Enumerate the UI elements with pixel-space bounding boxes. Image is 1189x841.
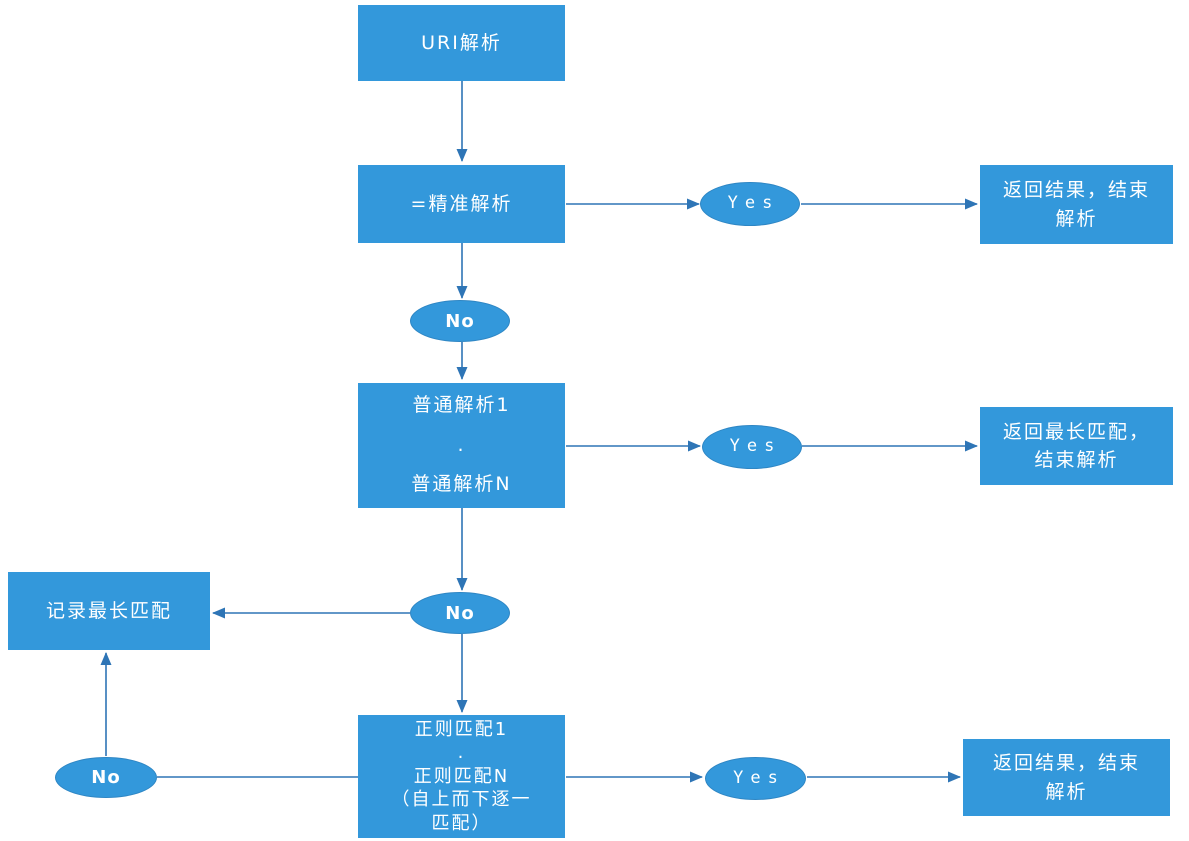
node-regex-match-line3: 正则匹配N bbox=[413, 765, 510, 787]
node-return-result-bottom[interactable]: 返回结果，结束 解析 bbox=[963, 739, 1170, 816]
node-uri-parse-label: URI解析 bbox=[421, 31, 502, 54]
node-regex-match-line2: . bbox=[457, 742, 466, 764]
node-regex-match[interactable]: 正则匹配1 . 正则匹配N （自上而下逐一 匹配） bbox=[358, 715, 565, 838]
node-return-result-top[interactable]: 返回结果，结束 解析 bbox=[980, 165, 1173, 244]
node-exact-parse[interactable]: =精准解析 bbox=[358, 165, 565, 243]
node-return-result-bottom-line2: 解析 bbox=[1045, 780, 1088, 803]
node-normal-parse-line3: 普通解析N bbox=[411, 473, 512, 496]
decision-yes-regex-label: Yes bbox=[733, 767, 785, 788]
decision-yes-exact[interactable]: Yes bbox=[700, 182, 800, 226]
node-return-result-bottom-line1: 返回结果，结束 bbox=[992, 752, 1140, 774]
node-regex-match-line4: （自上而下逐一 bbox=[391, 789, 532, 811]
node-normal-parse-line1: 普通解析1 bbox=[412, 393, 511, 416]
node-regex-match-line5: 匹配） bbox=[431, 812, 492, 834]
node-regex-match-line1: 正则匹配1 bbox=[414, 719, 509, 741]
decision-no-regex-label: No bbox=[91, 767, 121, 788]
decision-no-exact-label: No bbox=[445, 310, 475, 332]
node-return-longest-match[interactable]: 返回最长匹配， 结束解析 bbox=[980, 407, 1173, 485]
decision-yes-normal-label: Yes bbox=[729, 436, 782, 457]
node-normal-parse[interactable]: 普通解析1 . 普通解析N bbox=[358, 383, 565, 508]
node-record-longest-match-label: 记录最长匹配 bbox=[45, 599, 172, 622]
decision-no-exact[interactable]: No bbox=[410, 300, 510, 342]
node-return-result-top-line2: 解析 bbox=[1055, 207, 1098, 230]
decision-yes-regex[interactable]: Yes bbox=[705, 757, 806, 800]
decision-no-regex[interactable]: No bbox=[55, 757, 157, 798]
node-normal-parse-line2: . bbox=[457, 433, 466, 456]
node-record-longest-match[interactable]: 记录最长匹配 bbox=[8, 572, 210, 650]
node-return-longest-match-line2: 结束解析 bbox=[1034, 449, 1119, 471]
decision-no-normal[interactable]: No bbox=[410, 592, 510, 634]
decision-no-normal-label: No bbox=[445, 602, 475, 624]
node-return-longest-match-line1: 返回最长匹配， bbox=[1002, 420, 1150, 443]
decision-yes-normal[interactable]: Yes bbox=[702, 425, 802, 469]
node-return-result-top-line1: 返回结果，结束 bbox=[1002, 179, 1150, 201]
node-uri-parse[interactable]: URI解析 bbox=[358, 5, 565, 81]
decision-yes-exact-label: Yes bbox=[727, 193, 780, 214]
node-exact-parse-label: =精准解析 bbox=[410, 192, 513, 215]
